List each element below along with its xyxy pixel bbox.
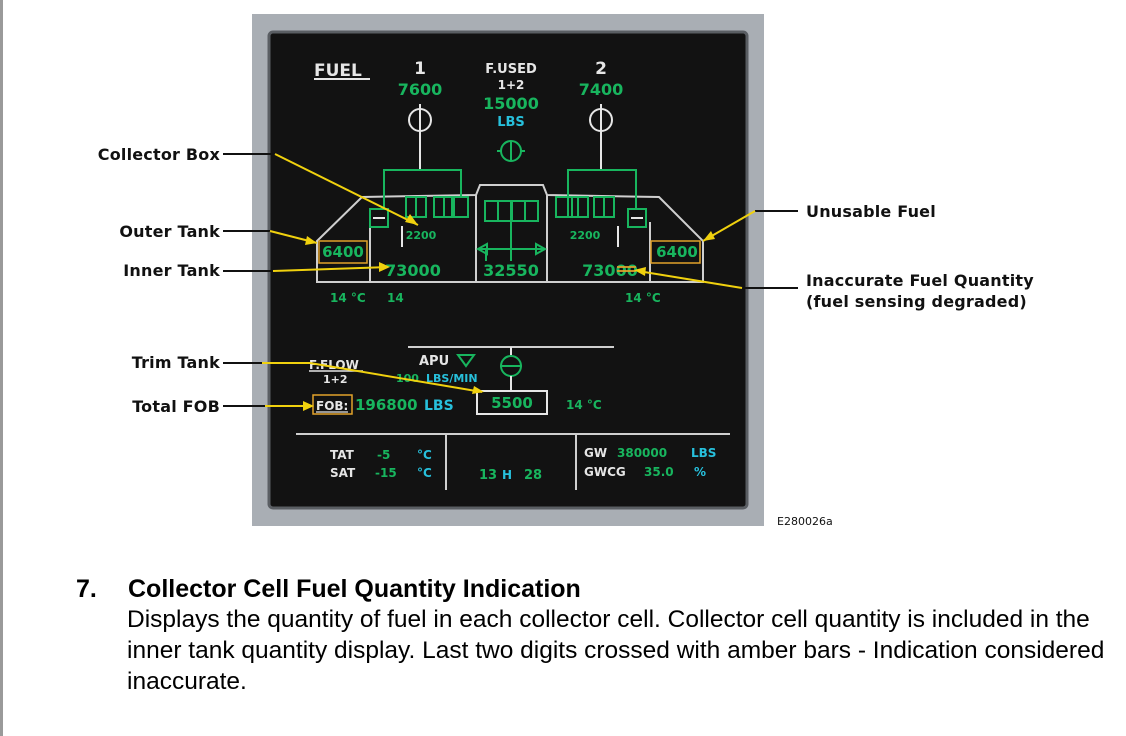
callout-inaccurate-line2: (fuel sensing degraded) xyxy=(806,292,1027,311)
tat-value: -5 xyxy=(377,448,390,462)
fused-sub: 1+2 xyxy=(498,78,525,92)
fused-label: F.USED xyxy=(485,62,537,77)
fob-unit: LBS xyxy=(424,398,454,414)
leader-total-fob xyxy=(223,401,314,411)
callout-inaccurate-line1: Inaccurate Fuel Quantity xyxy=(806,271,1034,290)
fob-label-box xyxy=(312,394,353,415)
fused-value: 15000 xyxy=(483,94,539,113)
leader-unusable-fuel xyxy=(702,210,798,242)
left-outer-box xyxy=(318,240,368,264)
fflow-sub: 1+2 xyxy=(323,373,348,386)
sat-value: -15 xyxy=(375,466,397,480)
callout-total-fob: Total FOB xyxy=(132,397,220,416)
left-pump-group xyxy=(369,169,469,228)
caption-heading: Collector Cell Fuel Quantity Indication xyxy=(128,575,581,603)
tat-unit: °C xyxy=(417,448,432,462)
callout-collector-box: Collector Box xyxy=(97,145,220,164)
page-edge xyxy=(0,0,3,736)
callout-outer-tank: Outer Tank xyxy=(119,222,220,241)
fob-value: 196800 xyxy=(355,396,418,414)
trim-tank-box xyxy=(476,390,548,415)
right-temp: 14 °C xyxy=(625,291,661,305)
fused-unit: LBS xyxy=(497,115,525,130)
gw-value: 380000 xyxy=(617,446,667,460)
fuel-title: FUEL xyxy=(314,61,362,81)
callout-unusable-fuel: Unusable Fuel xyxy=(806,202,936,221)
center-tank-value: 32550 xyxy=(483,261,539,280)
right-outer-box xyxy=(650,240,701,264)
gwcg-value: 35.0 xyxy=(644,465,674,479)
leader-inaccurate-quantity xyxy=(634,267,798,289)
leader-collector-box xyxy=(223,153,419,226)
time-h-label: H xyxy=(502,468,512,482)
trim-tank-temp: 14 °C xyxy=(566,398,602,412)
left-inner-temp: 14 xyxy=(387,291,404,305)
right-outer-value: 6400 xyxy=(656,243,698,261)
fob-label: FOB: xyxy=(316,399,348,413)
caption-heading-row: 7. Collector Cell Fuel Quantity Indicatio… xyxy=(76,574,1116,604)
gw-label: GW xyxy=(584,446,607,460)
caption: 7. Collector Cell Fuel Quantity Indicatio… xyxy=(76,574,1116,697)
engine1-fuel-used: 7600 xyxy=(398,80,443,99)
sat-unit: °C xyxy=(417,466,432,480)
left-collector-value: 2200 xyxy=(406,229,437,242)
caption-number: 7. xyxy=(76,575,97,603)
tat-label: TAT xyxy=(330,448,355,462)
sat-label: SAT xyxy=(330,466,356,480)
gwcg-unit: % xyxy=(694,465,706,479)
right-pump-group xyxy=(555,169,647,228)
trim-tank-value: 5500 xyxy=(491,394,533,412)
apu-triangle-icon xyxy=(456,354,476,368)
crossfeed-valve-icon xyxy=(497,140,525,162)
gw-unit: LBS xyxy=(691,446,716,460)
left-outer-temp: 14 °C xyxy=(330,291,366,305)
callout-inner-tank: Inner Tank xyxy=(123,261,220,280)
leader-trim-tank xyxy=(223,362,484,394)
engine2-label: 2 xyxy=(595,59,607,79)
apu-label: APU xyxy=(419,354,449,369)
trim-valve-icon xyxy=(500,347,522,391)
right-collector-value: 2200 xyxy=(570,229,601,242)
leader-outer-tank xyxy=(223,230,318,245)
gwcg-label: GWCG xyxy=(584,465,626,479)
time-minutes: 28 xyxy=(524,468,542,483)
caption-body: Displays the quantity of fuel in each co… xyxy=(127,606,1105,695)
left-inner-value: 73000 xyxy=(385,261,441,280)
engine1-label: 1 xyxy=(414,59,426,79)
engine2-fuel-used: 7400 xyxy=(579,80,624,99)
fflow-unit: LBS/MIN xyxy=(426,372,478,385)
figure-id: E280026a xyxy=(777,515,833,528)
center-pump-group xyxy=(475,200,548,261)
time-hours: 13 xyxy=(479,468,497,483)
left-outer-value: 6400 xyxy=(322,243,364,261)
callout-trim-tank: Trim Tank xyxy=(131,353,220,372)
leader-inner-tank xyxy=(223,262,390,272)
